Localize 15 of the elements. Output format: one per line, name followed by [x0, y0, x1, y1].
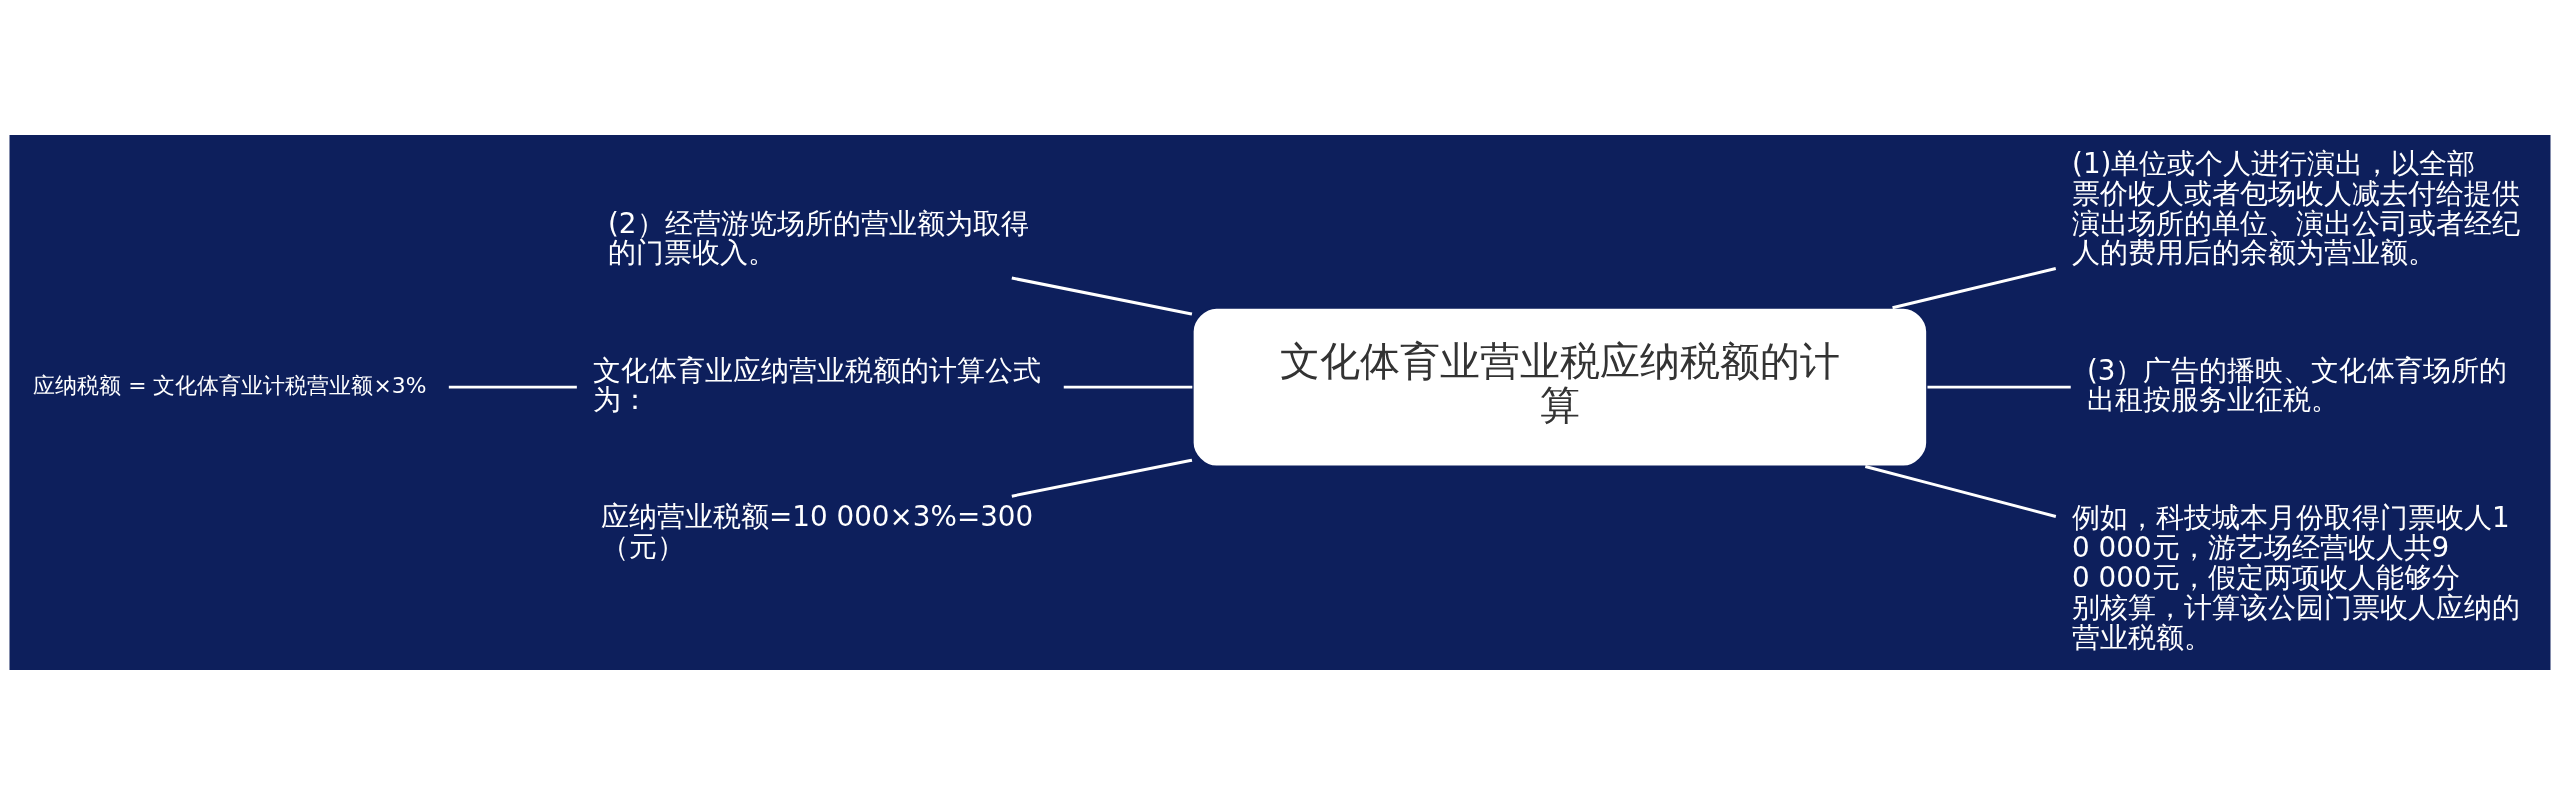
- connector: [1063, 385, 1193, 389]
- node-text: 例如，科技城本月份取得门票收人10 000元，游艺场经营收人共90 000元，假定两项收人能够分别核算，计算该公园门票收人应纳的营业税额。: [2072, 500, 2521, 654]
- node-text: (1)单位或个人进行演出，以全部票价收人或者包场收人减去付给提供演出场所的单位、演出公司或者经纪人的费用后的余额为营业额。: [2072, 146, 2521, 269]
- connector: [448, 385, 577, 389]
- node-text: (3）广告的播映、文化体育场所的出租按服务业征税。: [2086, 353, 2508, 416]
- node-text: 应纳营业税额=10 000×3%=300（元）: [601, 499, 1034, 563]
- connector: [1011, 458, 1193, 498]
- node-text: (2）经营游览场所的营业额为取得的门票收入。: [608, 206, 1029, 269]
- node-text: 应纳税额 = 文化体育业计税营业额×3%: [33, 372, 427, 398]
- connector: [1864, 464, 2057, 518]
- connector: [1011, 276, 1193, 315]
- node-text: 文化体育业应纳营业税额的计算公式为：: [593, 353, 1042, 416]
- node-box: 文化体育业营业税应纳税额的计算: [1191, 306, 1929, 467]
- connector: [1892, 266, 2057, 309]
- connector: [1927, 385, 2071, 389]
